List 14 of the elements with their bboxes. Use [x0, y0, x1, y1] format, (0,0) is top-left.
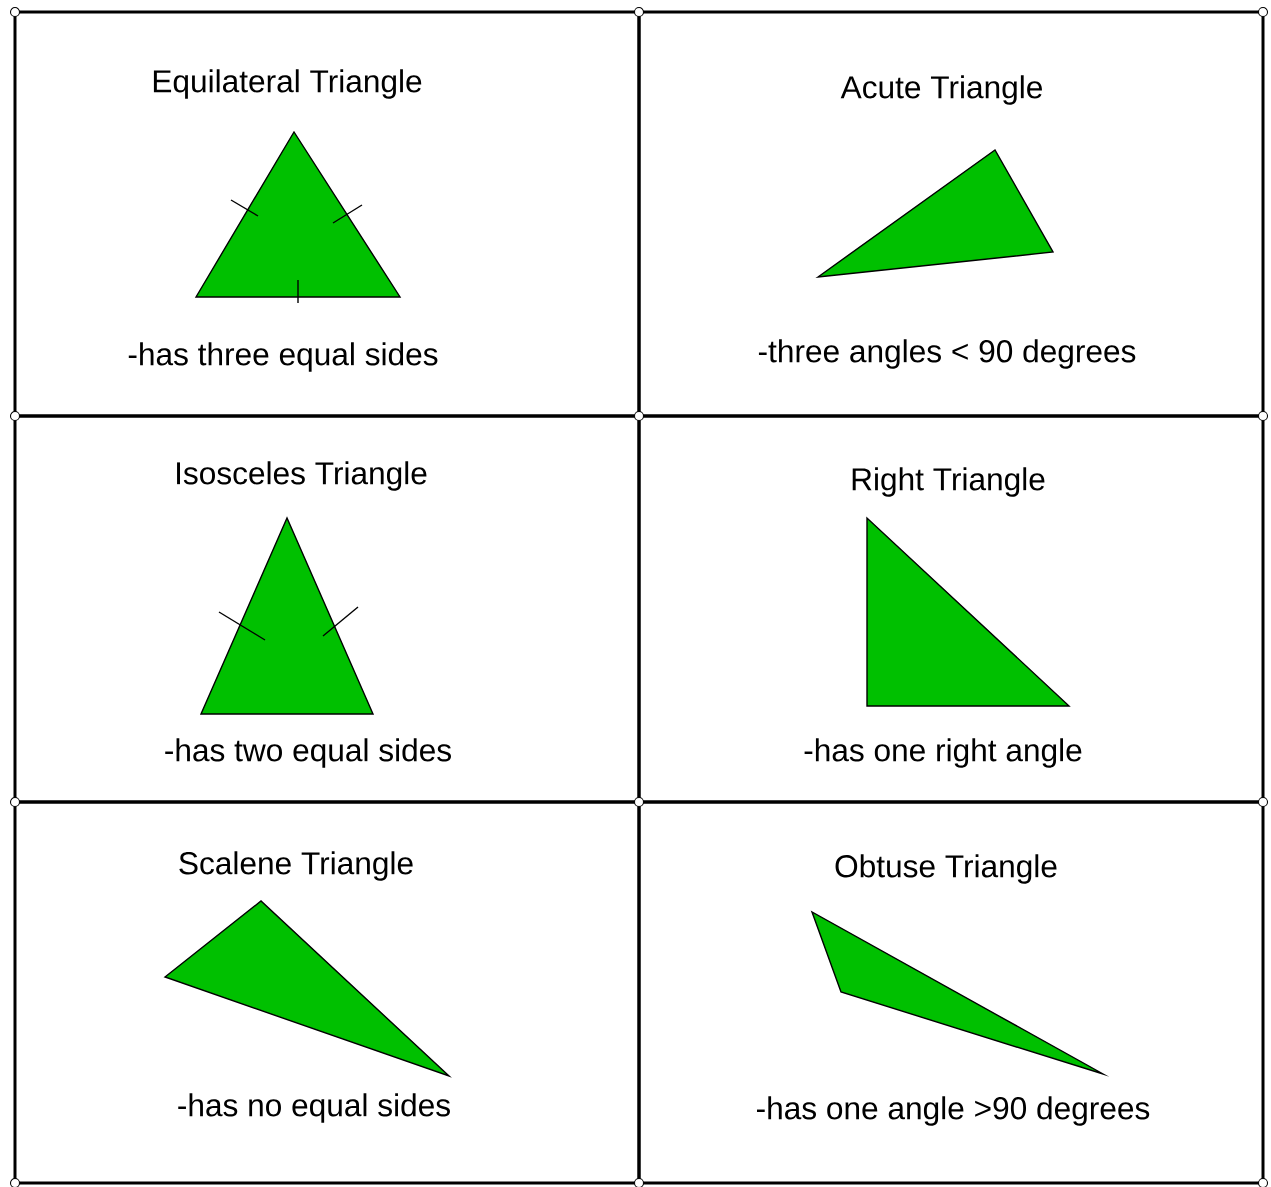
cell-title: Obtuse Triangle	[835, 854, 1057, 884]
cell-title: Right Triangle	[852, 467, 1045, 497]
cell-title: Scalene Triangle	[179, 851, 413, 881]
description-text: -three angles < 90 degrees	[758, 339, 1136, 369]
description-text: -has one right angle	[804, 738, 1082, 768]
description-text: -has two equal sides	[165, 738, 451, 768]
table-cell	[637, 800, 1265, 1185]
cell-title: Isosceles Triangle	[177, 461, 427, 491]
table-cell	[637, 414, 1265, 804]
description-text: -has three equal sides	[128, 342, 438, 372]
description-text: -has no equal sides	[178, 1093, 450, 1123]
cell-title: Acute Triangle	[840, 75, 1042, 105]
description-text: -has one angle >90 degrees	[757, 1096, 1150, 1126]
cell-title: Equilateral Triangle	[153, 69, 422, 99]
